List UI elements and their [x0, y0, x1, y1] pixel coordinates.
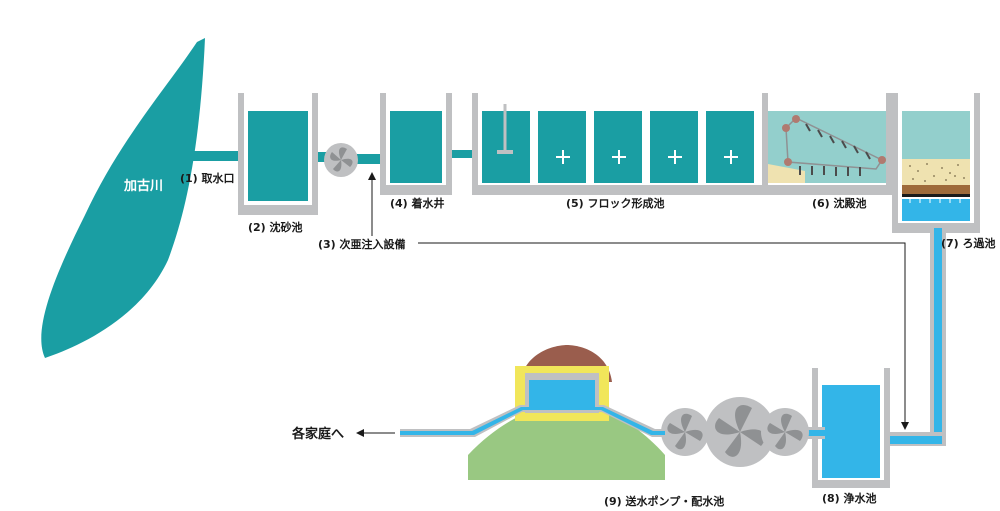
label-chlorine: (3) 次亜注入設備: [318, 237, 406, 251]
label-receiving-well: (4) 着水井: [390, 196, 445, 210]
pump-impeller-icon: [330, 147, 353, 172]
clear-well: [812, 368, 890, 488]
chlorine-line: [368, 172, 909, 430]
floc-basin: [472, 93, 772, 195]
filter-basin: [892, 93, 980, 233]
chlorine-pump: [324, 143, 358, 177]
river-shape: [41, 38, 205, 358]
sludge-scraper-icon: [782, 115, 886, 176]
pump-impeller-icon: [661, 408, 709, 456]
distribution-reservoir: [400, 345, 665, 480]
delivery-pumps: [661, 397, 809, 467]
settling-basin: [762, 93, 892, 195]
label-pump-reservoir: (9) 送水ポンプ・配水池: [604, 494, 724, 508]
label-settling-basin: (6) 沈殿池: [812, 196, 867, 210]
label-filter-basin: (7) ろ過池: [941, 236, 996, 250]
label-intake: (1) 取水口: [180, 171, 235, 185]
label-clear-well: (8) 浄水池: [822, 491, 877, 505]
river-label: 加古川: [123, 178, 163, 194]
destination-label: 各家庭へ: [291, 426, 344, 442]
pump-impeller-icon: [761, 408, 809, 456]
river: 加古川: [41, 38, 205, 358]
mixer-icon: [556, 150, 738, 164]
label-floc-basin: (5) フロック形成池: [566, 196, 665, 210]
receiving-well: [380, 93, 452, 195]
intake-pipe: [178, 150, 487, 164]
treated-water-pipe: [876, 225, 946, 446]
sand-basin: [238, 93, 318, 215]
pump-impeller-icon: [705, 397, 775, 467]
label-sand-basin: (2) 沈砂池: [248, 220, 303, 234]
